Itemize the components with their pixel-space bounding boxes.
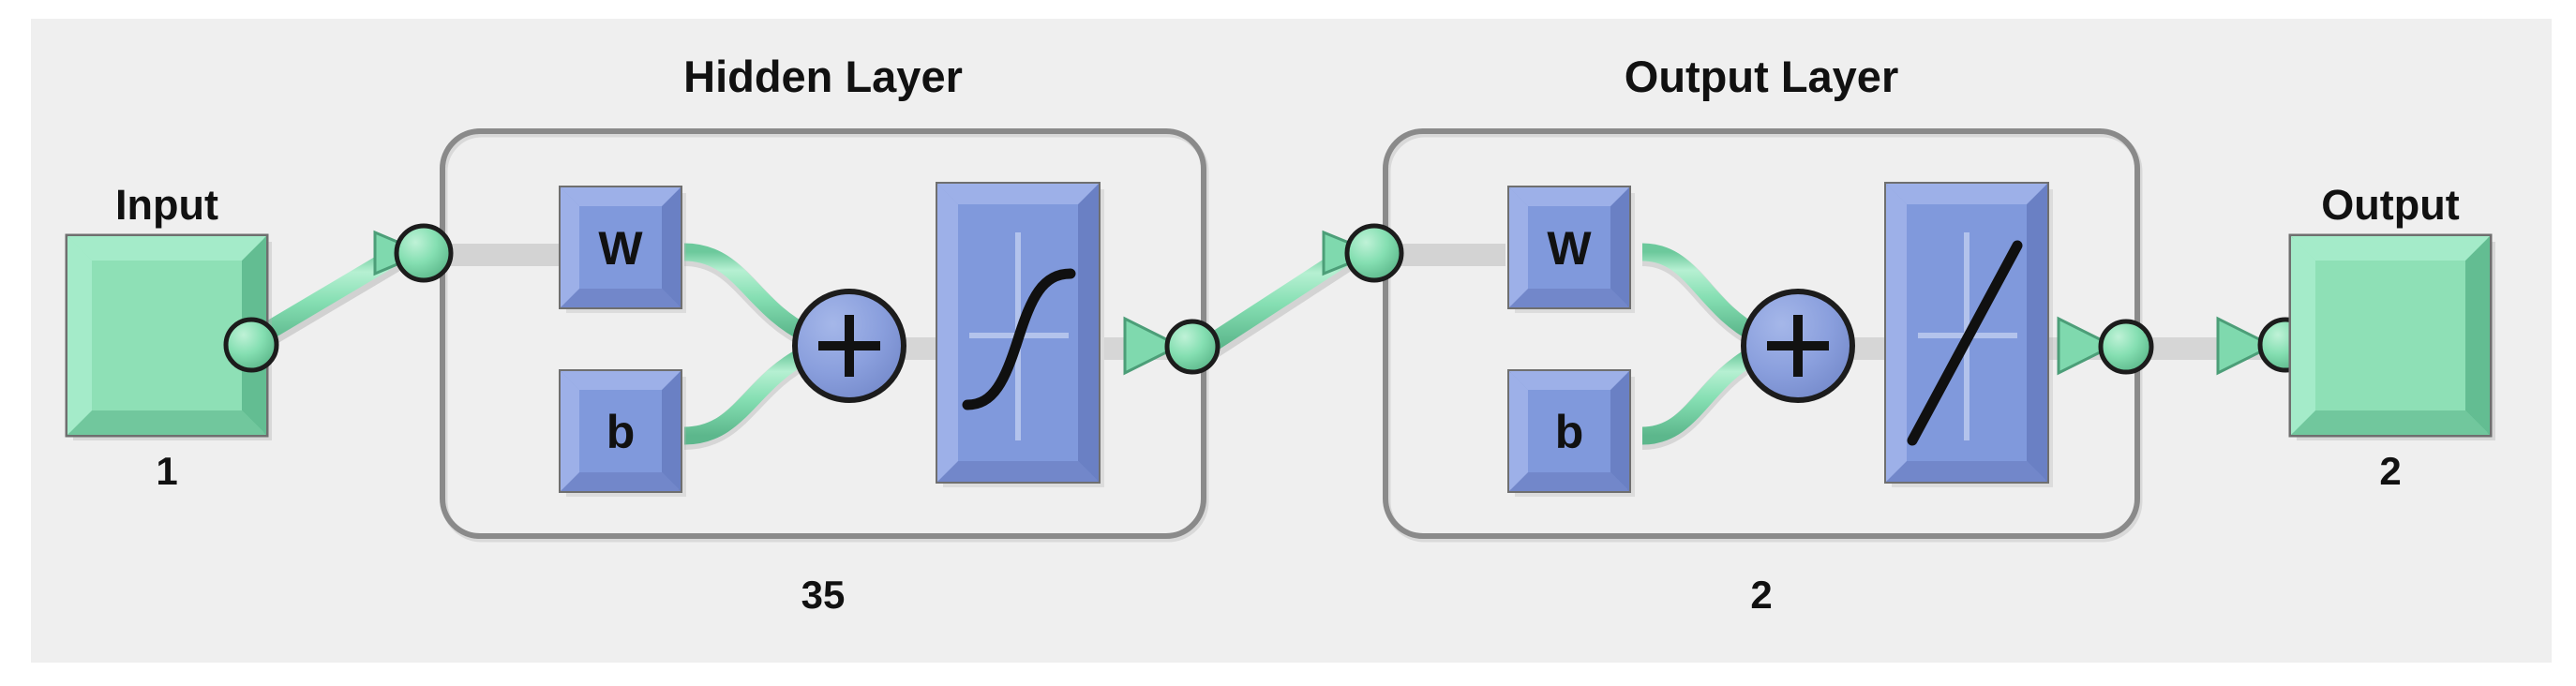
connection-output-w-to-sum [1641,243,1762,348]
output-weight-block [1507,186,1635,313]
output-bias-label: b [1554,406,1584,458]
output-weight-label: W [1547,222,1592,275]
output-size-label: 2 [2379,449,2402,493]
output-label: Output [2321,181,2460,229]
connection-output-entry-to-w [1397,243,1505,266]
output-layer-title: Output Layer [1624,52,1899,101]
input-size-label: 1 [156,449,178,493]
hidden-weight-label: W [598,222,643,275]
input-label: Input [115,181,218,229]
hidden-layer-exit-dot [1164,319,1221,375]
connection-hidden-b-to-sum [683,345,814,450]
hidden-layer-title: Hidden Layer [683,52,963,101]
hidden-layer-size-label: 35 [801,573,846,617]
hidden-bias-label: b [606,406,636,458]
connection-output-b-to-sum [1641,345,1762,450]
output-sum-node [1741,289,1855,403]
output-transfer-block [1884,182,2053,487]
hidden-sum-node [792,289,906,403]
input-block [65,233,272,440]
hidden-bias-block [559,369,686,497]
connection-hidden-entry-to-w [448,243,562,266]
connection-hidden-w-to-sum [683,243,814,348]
output-layer-size-label: 2 [1750,573,1773,617]
output-layer-exit-dot [2098,319,2154,375]
hidden-transfer-block [936,182,1104,487]
connection-to-output-block [2143,316,2276,376]
output-block [2288,233,2495,440]
hidden-weight-block [559,186,686,313]
output-layer-entry-dot [1344,223,1404,283]
output-bias-block [1507,369,1635,497]
input-port-dot [223,317,279,373]
hidden-layer-entry-dot [394,223,454,283]
